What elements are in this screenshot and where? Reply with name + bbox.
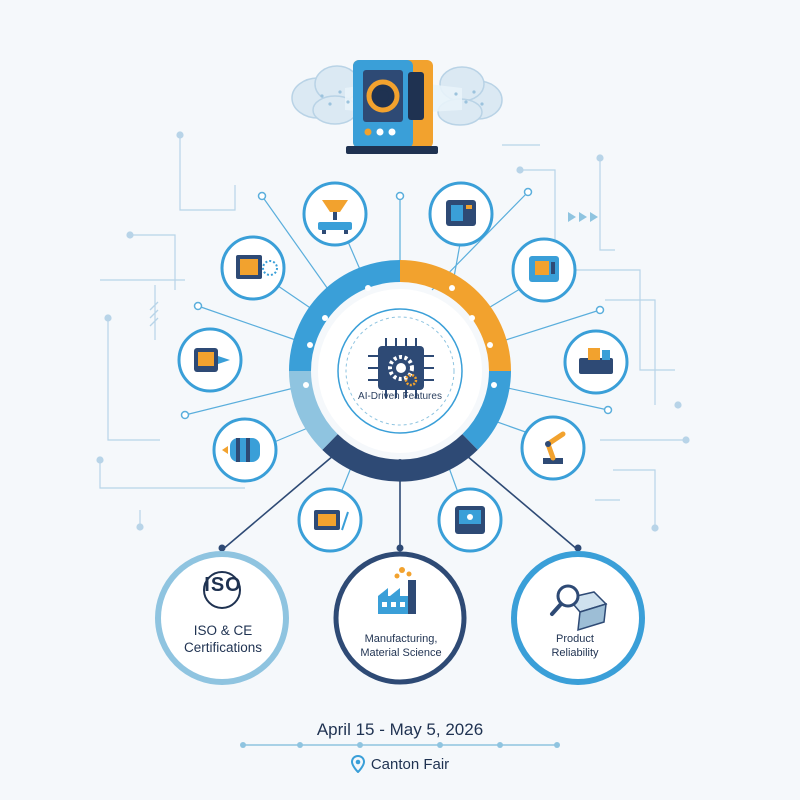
- circuit-traces: [96, 131, 690, 532]
- certifications-label-line2: Certifications: [183, 640, 263, 655]
- control-panel-icon: [428, 181, 494, 247]
- event-venue: Canton Fair: [300, 755, 500, 773]
- manufacturing-label-line2: Material Science: [360, 647, 442, 659]
- factory-icon: [378, 567, 416, 614]
- reliability-label-line2: Reliability: [551, 647, 599, 659]
- cnc-display-icon: [437, 487, 503, 553]
- reliability-label: Product Reliability: [515, 632, 635, 660]
- center-label: AI-Driven Features: [358, 391, 442, 402]
- iso-badge-icon: [203, 571, 241, 609]
- pillar-certifications: [155, 551, 289, 685]
- reliability-label-line1: Product: [556, 633, 594, 645]
- pillar-reliability: [511, 551, 645, 685]
- ai-chip-gear-icon: [368, 338, 434, 398]
- pillar-manufacturing: [333, 551, 467, 685]
- timeline-dots: [240, 742, 560, 748]
- filter-press-icon: [302, 181, 368, 247]
- cutting-tool-icon: [177, 327, 243, 393]
- machine-vision-icon: [220, 235, 286, 301]
- drawing-tablet-icon: [297, 487, 363, 553]
- connector-nodes: [180, 187, 613, 420]
- event-dates: April 15 - May 5, 2026: [316, 720, 484, 739]
- robot-arm-icon: [520, 415, 586, 481]
- venue-label: Canton Fair: [370, 755, 450, 773]
- satellites: [177, 181, 629, 553]
- arrow-marks-icon: [568, 212, 598, 222]
- air-purifier-icon: [291, 60, 503, 154]
- certifications-label-line1: ISO & CE: [193, 623, 253, 638]
- certifications-label: ISO & CE Certifications: [165, 622, 281, 656]
- main-ring: [289, 260, 511, 482]
- manufacturing-label-line1: Manufacturing,: [364, 633, 438, 645]
- industrial-machine-icon: [563, 329, 629, 395]
- location-pin-icon: [350, 755, 365, 773]
- manufacturing-label: Manufacturing, Material Science: [342, 632, 460, 660]
- iso-badge-text: ISO: [204, 574, 242, 596]
- chip-monitor-icon: [511, 237, 577, 303]
- hatch-marks: [149, 301, 159, 327]
- ring-nodes: [303, 285, 497, 388]
- drum-motor-icon: [212, 417, 278, 483]
- magnifier-box-icon: [550, 584, 608, 632]
